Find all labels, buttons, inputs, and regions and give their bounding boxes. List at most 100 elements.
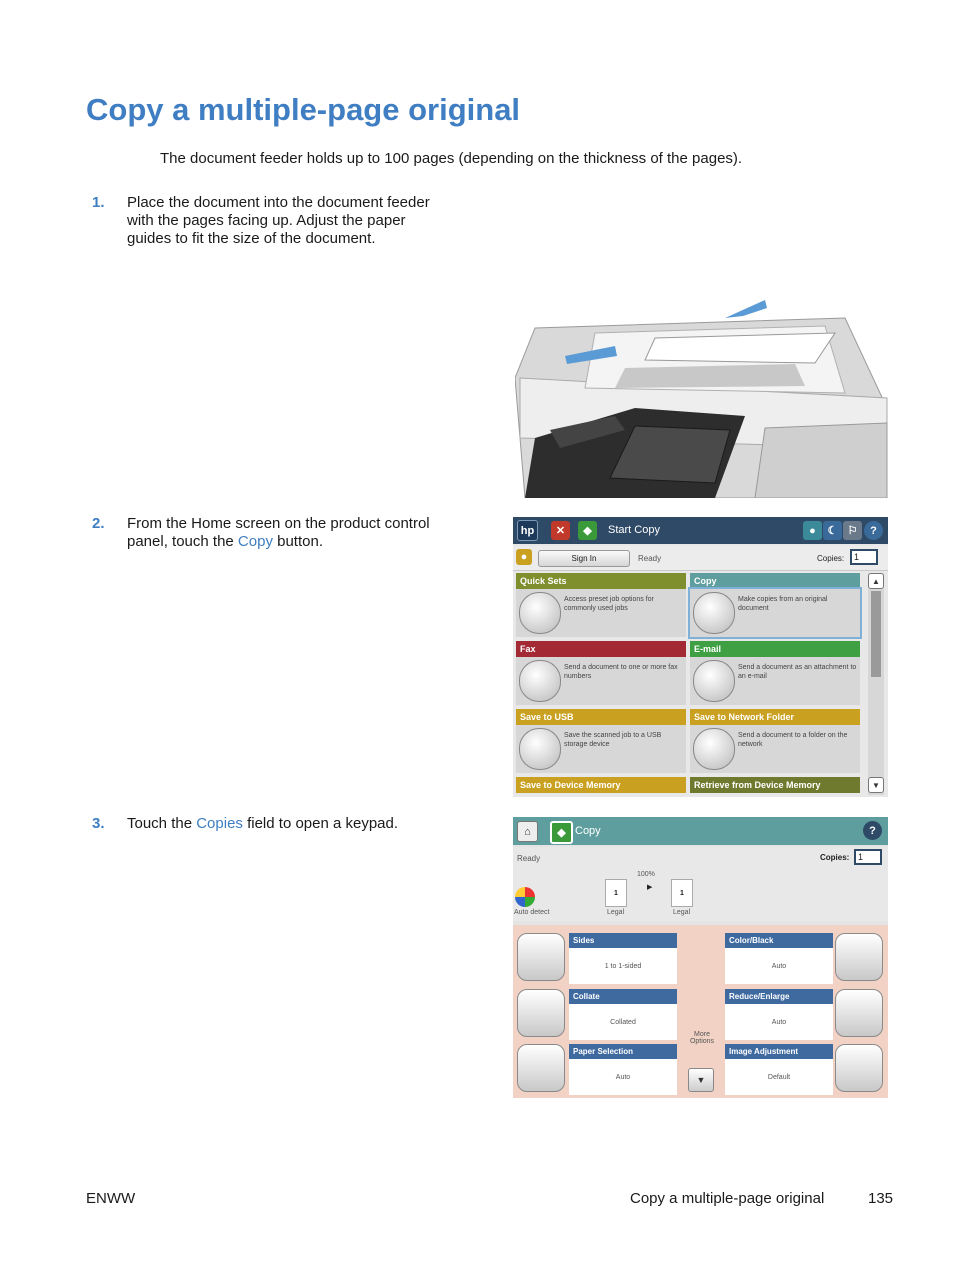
sides-icon[interactable] [517,933,565,981]
status-text: Ready [638,554,662,563]
copy-title: Copy [575,825,601,837]
start-copy-label: Start Copy [608,524,660,536]
sign-in-button[interactable]: Sign In [538,550,630,567]
option-color-black[interactable]: Color/Black [725,933,833,948]
fax-desc: Send a document to one or more fax numbe… [564,664,678,680]
stop-icon[interactable]: ✕ [551,521,570,540]
hp-logo-icon[interactable]: hp [517,520,538,541]
contrast-icon[interactable] [835,1044,883,1092]
quick-sets-body[interactable]: Access preset job options for commonly u… [516,589,686,637]
copy-body[interactable]: Make copies from an original document [688,587,862,639]
color-wheel-icon[interactable] [835,933,883,981]
home-screen: hp ✕ ◆ Start Copy ● ☾ ⚐ ? ● Sign In Read… [513,517,888,797]
copy-desc: Make copies from an original document [738,596,828,612]
copy-title-bar: ⌂ ◆ Copy ? [513,817,888,845]
paper-selection-icon[interactable] [517,1044,565,1092]
tile-save-to-network-folder[interactable]: Save to Network Folder [690,709,860,725]
copies-field[interactable]: 1 [854,849,882,865]
paper-in-size: Legal [607,909,625,916]
copy-link[interactable]: Copy [237,533,273,550]
scroll-up-icon[interactable]: ▲ [868,573,884,589]
start-icon[interactable]: ◆ [550,821,573,844]
collate-value[interactable]: Collated [569,1004,677,1040]
option-collate[interactable]: Collate [569,989,677,1004]
zoom-label: 100% [637,871,655,878]
option-sides[interactable]: Sides [569,933,677,948]
step-text: From the Home screen on the product cont… [127,515,447,551]
copy-screen: ⌂ ◆ Copy ? Ready Copies: 1 Auto detect 1… [513,817,888,1098]
paper-in-icon: 1 [605,879,627,907]
fax-icon [519,660,561,702]
copy-status-panel: Ready Copies: 1 Auto detect 100% ▶ 1 Leg… [513,847,888,921]
tile-retrieve-from-device-memory[interactable]: Retrieve from Device Memory [690,777,860,793]
step-number: 3. [92,815,105,832]
step-text-post: button. [272,533,323,550]
step-number: 1. [92,194,105,211]
fax-body[interactable]: Send a document to one or more fax numbe… [516,657,686,705]
start-icon[interactable]: ◆ [578,521,597,540]
quick-sets-desc: Access preset job options for commonly u… [564,596,654,612]
paper-out-icon: 1 [671,879,693,907]
tile-save-to-device-memory[interactable]: Save to Device Memory [516,777,686,793]
scroll-down-icon[interactable]: ▼ [868,777,884,793]
copies-field[interactable]: 1 [850,549,878,565]
color-black-value[interactable]: Auto [725,948,833,984]
sides-value[interactable]: 1 to 1-sided [569,948,677,984]
tile-save-to-usb[interactable]: Save to USB [516,709,686,725]
option-paper-selection[interactable]: Paper Selection [569,1044,677,1059]
status-bar: ● Sign In Ready Copies: 1 [513,546,888,571]
paper-out-size: Legal [673,909,691,916]
step-text-post: field to open a keypad. [242,815,399,832]
step-text: Place the document into the document fee… [127,194,430,247]
page-number: 135 [868,1190,894,1207]
tile-copy[interactable]: Copy [690,573,860,589]
help-icon[interactable]: ? [864,521,883,540]
network-icon[interactable]: ● [803,521,822,540]
copies-label: Copies: [820,853,850,862]
home-icon[interactable]: ⌂ [517,821,538,842]
arrow-right-icon: ▶ [647,884,653,891]
scrollbar[interactable]: ▲ ▼ [868,573,884,795]
auto-detect-label: Auto detect [514,909,550,916]
folder-icon [693,728,735,770]
option-image-adjustment[interactable]: Image Adjustment [725,1044,833,1059]
more-options-label: More Options [689,1031,715,1045]
envelope-icon [693,660,735,702]
collate-icon[interactable] [517,989,565,1037]
quick-sets-icon [519,592,561,634]
scroll-thumb[interactable] [871,591,881,677]
help-icon[interactable]: ? [863,821,882,840]
status-icon[interactable]: ● [516,549,532,565]
copies-label: Copies: [817,554,845,563]
tile-quick-sets[interactable]: Quick Sets [516,573,686,589]
save-usb-desc: Save the scanned job to a USB storage de… [564,732,662,748]
tile-email[interactable]: E-mail [690,641,860,657]
copy-icon [693,592,735,634]
network-folder-desc: Send a document to a folder on the netwo… [738,732,848,748]
more-options-button[interactable]: ▼ [688,1068,714,1092]
network-folder-body[interactable]: Send a document to a folder on the netwo… [690,725,860,773]
reduce-enlarge-value[interactable]: Auto [725,1004,833,1040]
resize-icon[interactable] [835,989,883,1037]
email-body[interactable]: Send a document as an attachment to an e… [690,657,860,705]
step-text-pre: From the Home screen on the product cont… [127,515,430,550]
option-reduce-enlarge[interactable]: Reduce/Enlarge [725,989,833,1004]
email-desc: Send a document as an attachment to an e… [738,664,857,680]
copies-link[interactable]: Copies [196,815,243,832]
language-icon[interactable]: ⚐ [843,521,862,540]
page-title: Copy a multiple-page original [86,92,521,127]
footer-left: ENWW [86,1190,136,1207]
usb-icon [519,728,561,770]
step-number: 2. [92,515,105,532]
step-text: Touch the Copies field to open a keypad. [127,815,447,833]
printer-illustration [515,300,888,498]
sleep-icon[interactable]: ☾ [823,521,842,540]
step-text-pre: Touch the [127,815,197,832]
tile-fax[interactable]: Fax [516,641,686,657]
status-text: Ready [517,854,541,863]
image-adjustment-value[interactable]: Default [725,1059,833,1095]
paper-selection-value[interactable]: Auto [569,1059,677,1095]
home-title-bar: hp ✕ ◆ Start Copy ● ☾ ⚐ ? [513,517,888,544]
save-usb-body[interactable]: Save the scanned job to a USB storage de… [516,725,686,773]
copy-options-panel: Sides 1 to 1-sided Collate Collated Pape… [513,925,888,1098]
